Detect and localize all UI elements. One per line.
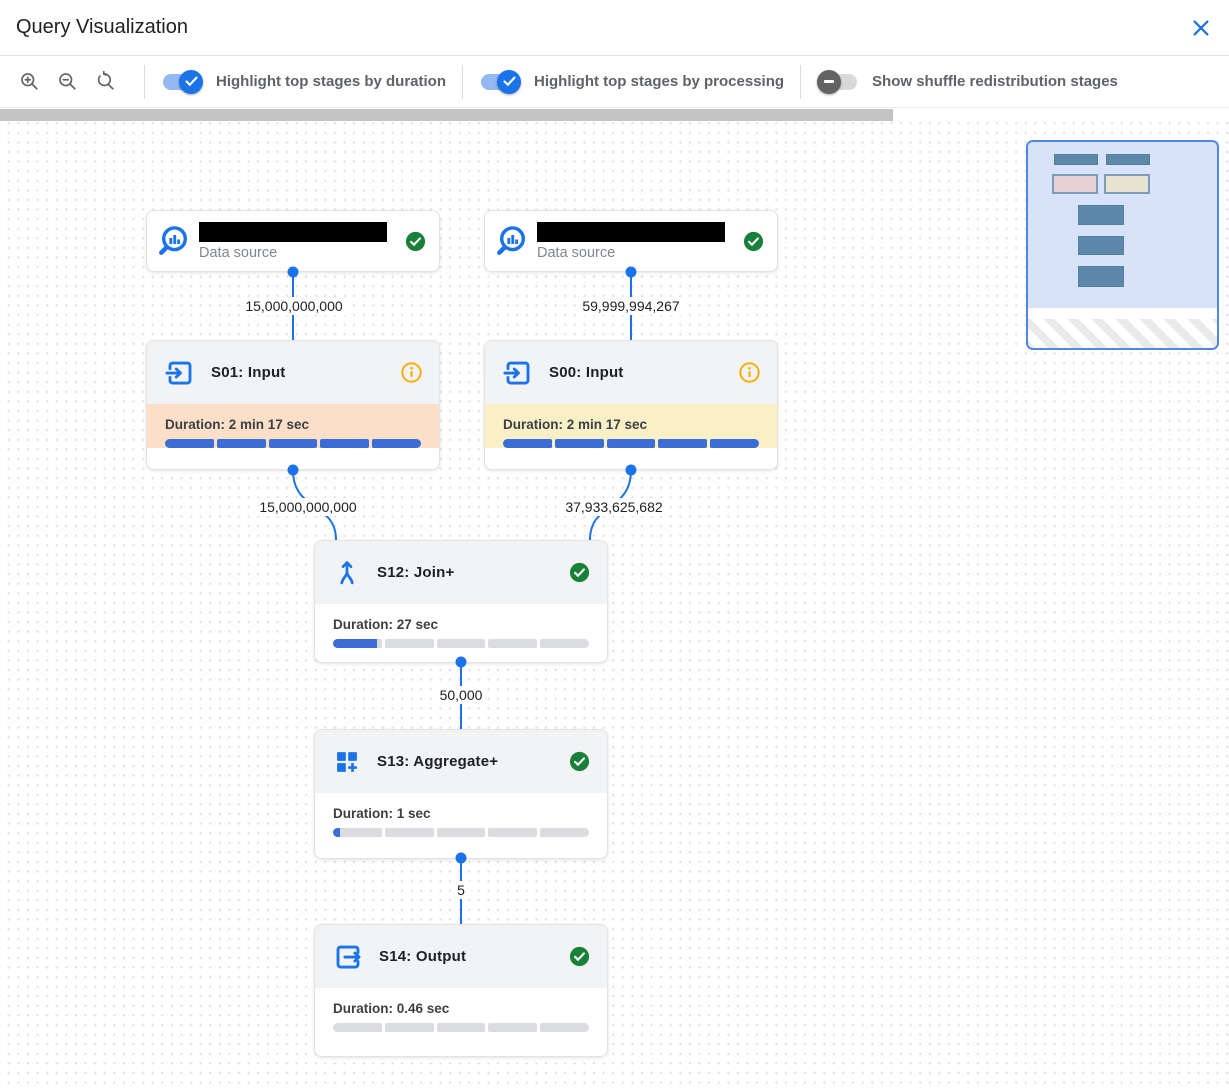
success-check-icon — [568, 750, 591, 773]
node-data-source-right[interactable]: Data source — [484, 210, 778, 272]
toggle-thumb — [179, 69, 203, 94]
reset-zoom-icon — [97, 71, 114, 90]
duration-progress-bar — [333, 828, 589, 837]
duration-label: Duration: 2 min 17 sec — [503, 417, 648, 432]
stage-duration-panel: Duration: 1 sec — [315, 793, 607, 837]
minimap-node — [1078, 266, 1124, 287]
zoom-out-button[interactable] — [52, 67, 82, 97]
aggregate-icon — [333, 748, 361, 776]
duration-label: Duration: 27 sec — [333, 617, 439, 632]
info-icon[interactable] — [400, 361, 423, 384]
edge-label-rows: 15,000,000,000 — [240, 297, 348, 315]
check-icon — [502, 76, 516, 87]
minimap-node — [1054, 154, 1098, 165]
stage-duration-panel: Duration: 2 min 17 sec — [485, 404, 777, 448]
toggle-label-processing: Highlight top stages by processing — [534, 73, 785, 90]
horizontal-scrollbar[interactable] — [0, 108, 1229, 122]
success-check-icon — [568, 945, 591, 968]
close-button[interactable] — [1189, 16, 1213, 40]
stage-duration-panel: Duration: 0.46 sec — [315, 988, 607, 1032]
execution-graph-canvas[interactable]: 15,000,000,000 59,999,994,267 15,000,000… — [0, 122, 1229, 1090]
info-icon[interactable] — [738, 361, 761, 384]
reset-zoom-button[interactable] — [90, 67, 120, 97]
close-icon — [1193, 20, 1209, 36]
stage-title: S14: Output — [379, 948, 467, 965]
stage-title: S01: Input — [211, 364, 286, 381]
toggle-highlight-processing[interactable] — [479, 69, 521, 94]
duration-progress-bar — [333, 1023, 589, 1032]
stage-header: S13: Aggregate+ — [315, 730, 607, 793]
stage-header: S00: Input — [485, 341, 777, 404]
toolbar-divider — [144, 64, 145, 99]
data-source-label: Data source — [537, 244, 616, 261]
stage-title: S00: Input — [549, 364, 624, 381]
minimap-node-duration-highlight — [1052, 174, 1098, 194]
duration-label: Duration: 2 min 17 sec — [165, 417, 310, 432]
node-stage-s01-input[interactable]: S01: Input Duration: 2 min 17 sec — [146, 340, 440, 470]
minimap-node — [1078, 205, 1124, 225]
node-stage-s14-output[interactable]: S14: Output Duration: 0.46 sec — [314, 924, 608, 1057]
edge-label-rows: 59,999,994,267 — [577, 297, 685, 315]
toggle-group-duration: Highlight top stages by duration — [161, 69, 446, 94]
minimap-node — [1106, 154, 1150, 165]
minimap[interactable] — [1026, 140, 1219, 350]
success-check-icon — [742, 230, 765, 253]
minimap-node-processing-highlight — [1104, 174, 1150, 194]
output-icon — [333, 942, 363, 972]
zoom-out-icon — [58, 73, 76, 90]
edge-label-rows: 5 — [452, 881, 470, 899]
stage-header: S12: Join+ — [315, 541, 607, 604]
stage-duration-panel: Duration: 27 sec — [315, 604, 607, 648]
toggle-label-shuffle: Show shuffle redistribution stages — [872, 73, 1118, 90]
page-title: Query Visualization — [16, 16, 188, 38]
duration-progress-bar — [165, 439, 421, 448]
node-stage-s00-input[interactable]: S00: Input Duration: 2 min 17 sec — [484, 340, 778, 470]
toggle-group-shuffle: Show shuffle redistribution stages — [817, 69, 1118, 94]
edge-label-rows: 50,000 — [434, 686, 488, 704]
toggle-show-shuffle[interactable] — [817, 69, 859, 94]
duration-progress-bar — [503, 439, 759, 448]
input-icon — [503, 358, 533, 388]
duration-label: Duration: 0.46 sec — [333, 1001, 450, 1016]
node-stage-s13-aggregate[interactable]: S13: Aggregate+ Duration: 1 sec — [314, 729, 608, 859]
dialog-header: Query Visualization — [0, 0, 1229, 56]
duration-label: Duration: 1 sec — [333, 806, 431, 821]
zoom-in-button[interactable] — [14, 67, 44, 97]
toolbar-divider — [462, 64, 463, 99]
bigquery-table-search-icon — [493, 223, 529, 259]
node-data-source-left[interactable]: Data source — [146, 210, 440, 272]
toggle-thumb — [817, 69, 842, 94]
edge-label-rows: 37,933,625,682 — [560, 498, 668, 516]
stage-title: S13: Aggregate+ — [377, 753, 499, 770]
toolbar-divider — [800, 64, 802, 99]
minimap-node — [1078, 236, 1124, 255]
data-source-label: Data source — [199, 244, 278, 261]
redacted-table-name — [537, 221, 725, 242]
success-check-icon — [568, 561, 591, 584]
input-icon — [165, 358, 195, 388]
minus-icon — [824, 80, 835, 83]
toolbar: Highlight top stages by duration Highlig… — [0, 56, 1229, 108]
stage-duration-panel: Duration: 2 min 17 sec — [147, 404, 439, 448]
minimap-outside-area — [1028, 319, 1217, 348]
zoom-in-icon — [20, 73, 38, 90]
horizontal-scrollbar-thumb[interactable] — [0, 109, 893, 121]
duration-progress-bar — [333, 639, 589, 648]
toggle-thumb — [497, 69, 521, 94]
stage-title: S12: Join+ — [377, 564, 455, 581]
join-merge-icon — [333, 558, 361, 588]
bigquery-table-search-icon — [155, 223, 191, 259]
check-icon — [184, 76, 198, 87]
toggle-label-duration: Highlight top stages by duration — [216, 73, 446, 90]
edge-label-rows: 15,000,000,000 — [254, 498, 362, 516]
redacted-table-name — [199, 221, 387, 242]
stage-header: S14: Output — [315, 925, 607, 988]
toggle-group-processing: Highlight top stages by processing — [479, 69, 785, 94]
node-stage-s12-join[interactable]: S12: Join+ Duration: 27 sec — [314, 540, 608, 663]
success-check-icon — [404, 230, 427, 253]
stage-header: S01: Input — [147, 341, 439, 404]
toggle-highlight-duration[interactable] — [161, 69, 203, 94]
